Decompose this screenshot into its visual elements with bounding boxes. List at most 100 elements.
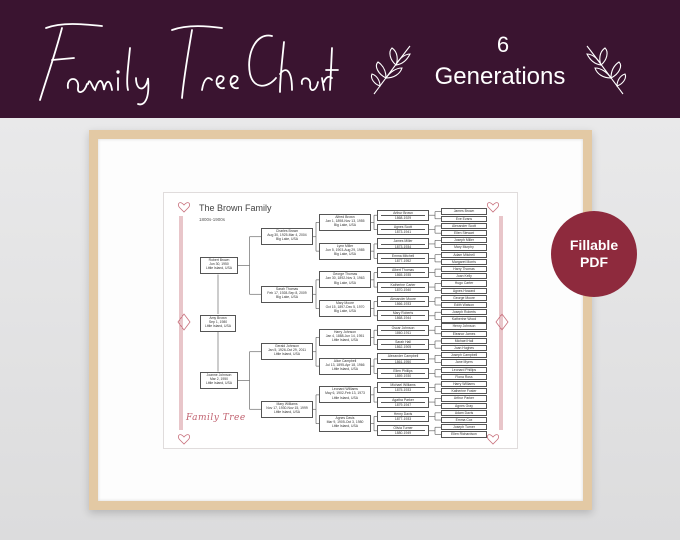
box-divider [381, 229, 425, 231]
person-detail: 1873-1934 [394, 244, 412, 249]
person-detail: 1877-1952 [394, 258, 412, 263]
person-detail: 1865-1935 [394, 273, 412, 278]
person-name: Leonard Williams [331, 387, 358, 392]
person-detail: Little Island, USA [205, 266, 232, 271]
person-name: Sarah Hall [395, 340, 411, 345]
person-name: Charles Brown [275, 229, 299, 234]
person-name: Jane Myers [455, 360, 473, 365]
person-name: Fiona Ross [455, 374, 473, 379]
person-box-gen6: Alexander Scott [441, 222, 487, 230]
leaf-sprig-left-icon [370, 45, 411, 95]
person-detail: Jan 30, 1892-Nov 3, 1963 [325, 276, 365, 281]
chart-title: The Brown Family [199, 203, 272, 213]
person-name: Katherine Wood [451, 317, 477, 322]
badge-line1: Fillable [569, 237, 619, 253]
box-divider [381, 416, 425, 418]
person-box-gen6: Arthur Parker [441, 395, 487, 402]
person-name: Joseph Turner [453, 425, 475, 430]
person-detail: 1861-1950 [394, 359, 412, 364]
person-name: Agnes Howard [452, 288, 476, 293]
script-title-art [39, 23, 339, 106]
person-detail: Jun 30, 1950 [209, 262, 229, 267]
person-detail: Big Lake, USA [333, 223, 357, 228]
generations-label: Generations [434, 63, 566, 90]
box-divider [381, 329, 425, 331]
person-name: Joseph Miller [454, 238, 474, 243]
person-name: Lynn Miller [336, 243, 354, 248]
person-detail: 1873-1941 [394, 230, 412, 235]
person-name: Mary Roberts [392, 311, 414, 316]
title-banner: 6 Generations [0, 0, 680, 118]
person-detail: Jul 13, 1895-Apr 18, 1966 [325, 362, 365, 367]
person-detail: 1859-1930 [394, 373, 412, 378]
person-box-gen6: Ellen Stewart [441, 230, 487, 237]
person-box-gen6: George Moore [441, 294, 487, 301]
person-detail: 1868-1929 [394, 215, 412, 220]
person-name: Gerald Johnson [275, 344, 299, 349]
person-name: Arthur Brown [393, 210, 413, 215]
person-name: Alexander Moore [390, 296, 416, 301]
person-detail: Little Island, USA [204, 323, 231, 328]
person-box-gen6: Agnes Gray [441, 402, 487, 409]
person-name: Katherine Foster [451, 389, 477, 394]
person-name: Ellen Richardson [451, 432, 477, 437]
person-detail: 1877-1933 [394, 417, 412, 422]
box-divider [381, 401, 425, 403]
person-detail: Sep 1, 1980 [208, 319, 228, 324]
person-name: Emma Cox [455, 417, 473, 422]
person-detail: Aug 30, 1925-Mar 4, 2004 [267, 233, 307, 238]
person-box-gen6: Leonard Phillips [441, 366, 487, 373]
person-name: Albert Thomas [392, 268, 414, 273]
person-detail: May 6, 1902-Feb 13, 1973 [325, 391, 365, 396]
person-box-gen6: Joseph Miller [441, 237, 487, 244]
person-detail: 1875-1933 [394, 388, 412, 393]
person-box-gen6: Henry Johnson [441, 323, 487, 330]
person-name: Harry Williams [453, 381, 475, 386]
person-name: Agnes Scott [393, 225, 413, 230]
person-name: Eleanor James [452, 331, 476, 336]
person-box-gen6: Agnes Howard [441, 287, 487, 294]
person-name: Katherine Carter [390, 282, 416, 287]
person-name: Michael Williams [390, 383, 416, 388]
box-divider [381, 301, 425, 303]
person-name: Joan Kelly [456, 274, 472, 279]
box-divider [381, 243, 425, 245]
badge-line2: PDF [580, 254, 608, 270]
person-box-gen6: Fiona Ross [441, 373, 487, 381]
person-detail: 1866-1933 [394, 302, 412, 307]
person-box-gen6: Eve Evans [441, 215, 487, 222]
person-name: Agnes Gray [455, 403, 473, 408]
person-detail: 1868-1944 [394, 316, 412, 321]
person-name: Joan Hughes [454, 346, 474, 350]
person-name: Hugo Carter [454, 281, 474, 286]
person-detail: 1862-1905 [394, 345, 412, 350]
person-name: Alice Campbell [333, 358, 357, 363]
chart-subtitle: 1800s-1900s [199, 217, 226, 222]
box-divider [381, 430, 425, 432]
person-name: Adam Davis [454, 410, 474, 415]
person-name: Joanne Johnson [206, 373, 232, 377]
person-box-gen6: Joseph Turner [441, 424, 487, 431]
person-detail: 1879-1947 [394, 402, 412, 407]
person-box-gen6: Margaret Morris [441, 258, 487, 266]
person-detail: Little Island, USA [331, 395, 358, 400]
person-detail: Little Island, USA [273, 409, 300, 414]
